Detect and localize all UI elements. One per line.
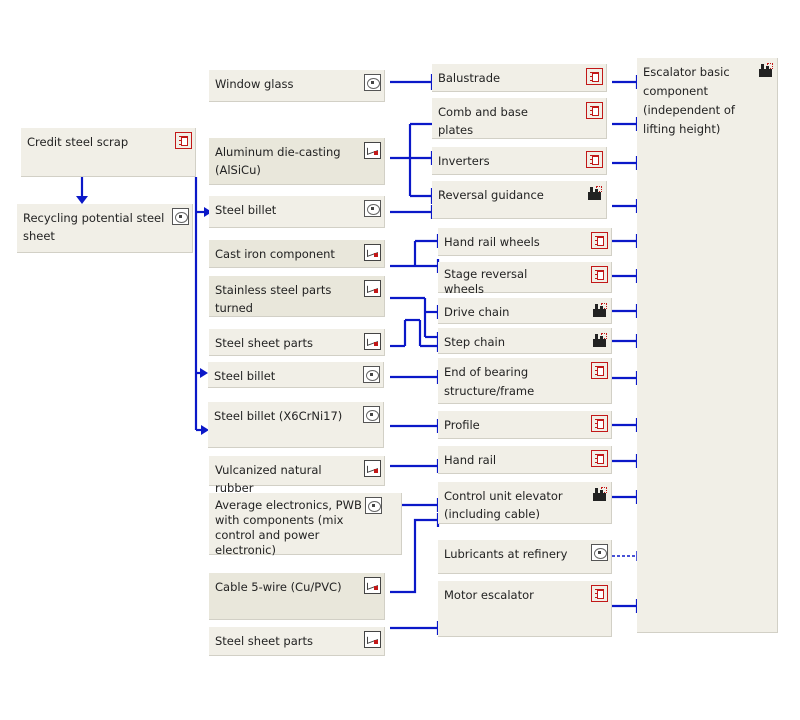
node-label: Drive chain — [444, 305, 510, 319]
node-steel-billet-2[interactable]: Steel billet — [208, 362, 384, 388]
node-label: Reversal guidance — [438, 188, 544, 202]
node-label: Balustrade — [438, 71, 501, 85]
node-steel-sheet-parts-1[interactable]: Steel sheet parts — [209, 329, 385, 356]
node-hand-rail-wheels[interactable]: Hand rail wheels — [438, 228, 612, 256]
node-label: Steel sheet parts — [215, 336, 313, 350]
node-hand-rail[interactable]: Hand rail — [438, 446, 612, 474]
node-label: Inverters — [438, 154, 490, 168]
process-icon — [586, 102, 603, 119]
plan-icon — [591, 544, 608, 561]
node-cast-iron-component[interactable]: Cast iron component — [209, 240, 385, 268]
node-label: Cable 5-wire (Cu/PVC) — [215, 580, 342, 594]
node-label: Cast iron component — [215, 247, 335, 261]
node-recycling-potential[interactable]: Recycling potential steel sheet — [17, 204, 193, 253]
node-profile[interactable]: Profile — [438, 411, 612, 439]
node-credit-steel-scrap[interactable]: Credit steel scrap — [21, 128, 196, 177]
node-vulcanized-rubber[interactable]: Vulcanized natural rubber — [209, 456, 385, 495]
plan-icon — [365, 497, 382, 514]
node-label: Comb and base plates — [438, 105, 528, 137]
plan-icon — [364, 74, 381, 91]
node-drive-chain[interactable]: Drive chain — [438, 298, 612, 324]
node-label: Recycling potential steel sheet — [23, 211, 165, 243]
node-control-unit[interactable]: Control unit elevator (including cable) — [438, 482, 612, 524]
flow-icon — [364, 333, 381, 350]
node-stage-reversal-wheels[interactable]: Stage reversal wheels — [438, 262, 612, 296]
node-label: Steel billet — [215, 203, 277, 217]
flow-icon — [364, 460, 381, 477]
factory-icon — [591, 332, 608, 349]
flow-icon — [364, 577, 381, 594]
flow-icon — [364, 244, 381, 261]
node-label: Steel billet — [214, 369, 276, 383]
node-label: Steel billet (X6CrNi17) — [214, 409, 343, 423]
node-label: Stainless steel parts turned — [215, 283, 332, 315]
factory-icon — [591, 302, 608, 319]
factory-icon — [586, 185, 603, 202]
node-reversal-guidance[interactable]: Reversal guidance — [432, 181, 607, 219]
process-icon — [591, 266, 608, 283]
node-label: Vulcanized natural rubber — [215, 463, 322, 495]
node-label: Profile — [444, 418, 480, 432]
node-inverters[interactable]: Inverters — [432, 147, 607, 175]
node-steel-billet-x6[interactable]: Steel billet (X6CrNi17) — [208, 402, 384, 448]
node-label: Stage reversal wheels — [444, 267, 528, 296]
node-steel-sheet-parts-2[interactable]: Steel sheet parts — [209, 627, 385, 656]
flow-icon — [364, 142, 381, 159]
node-average-electronics[interactable]: Average electronics, PWB with components… — [209, 493, 402, 557]
node-lubricants[interactable]: Lubricants at refinery — [438, 540, 612, 574]
node-aluminum-die-casting[interactable]: Aluminum die-casting (AlSiCu) — [209, 138, 385, 185]
process-icon — [591, 415, 608, 432]
node-label: Step chain — [444, 335, 505, 349]
node-end-of-bearing[interactable]: End of bearing structure/frame — [438, 358, 612, 404]
node-label: Window glass — [215, 77, 294, 91]
plan-icon — [363, 406, 380, 423]
node-label: Hand rail wheels — [444, 235, 540, 249]
node-escalator-basic[interactable]: Escalator basic component (independent o… — [637, 58, 778, 633]
process-icon — [586, 68, 603, 85]
factory-icon — [757, 62, 774, 79]
plan-icon — [172, 208, 189, 225]
process-icon — [591, 585, 608, 602]
node-label: Control unit elevator (including cable) — [444, 489, 563, 521]
node-label: Steel sheet parts — [215, 634, 313, 648]
node-label: Aluminum die-casting (AlSiCu) — [215, 145, 341, 177]
node-label: Escalator basic component (independent o… — [643, 65, 735, 136]
node-balustrade[interactable]: Balustrade — [432, 64, 607, 92]
node-comb-base-plates[interactable]: Comb and base plates — [432, 98, 607, 139]
node-label: Hand rail — [444, 453, 497, 467]
node-stainless-steel-parts[interactable]: Stainless steel parts turned — [209, 276, 385, 317]
plan-icon — [364, 200, 381, 217]
node-steel-billet-1[interactable]: Steel billet — [209, 196, 385, 228]
process-icon — [591, 450, 608, 467]
node-label: Motor escalator — [444, 588, 534, 602]
process-icon — [591, 232, 608, 249]
node-label: End of bearing structure/frame — [444, 365, 535, 398]
node-step-chain[interactable]: Step chain — [438, 328, 612, 354]
node-cable-5-wire[interactable]: Cable 5-wire (Cu/PVC) — [209, 573, 385, 620]
flow-icon — [364, 280, 381, 297]
node-label: Average electronics, PWB with components… — [215, 498, 362, 557]
factory-icon — [591, 486, 608, 503]
node-window-glass[interactable]: Window glass — [209, 70, 385, 102]
node-motor-escalator[interactable]: Motor escalator — [438, 581, 612, 637]
node-label: Lubricants at refinery — [444, 547, 568, 561]
node-label: Credit steel scrap — [27, 135, 129, 149]
process-icon — [586, 151, 603, 168]
process-icon — [591, 362, 608, 379]
flow-icon — [364, 631, 381, 648]
process-icon — [175, 132, 192, 149]
plan-icon — [363, 366, 380, 383]
